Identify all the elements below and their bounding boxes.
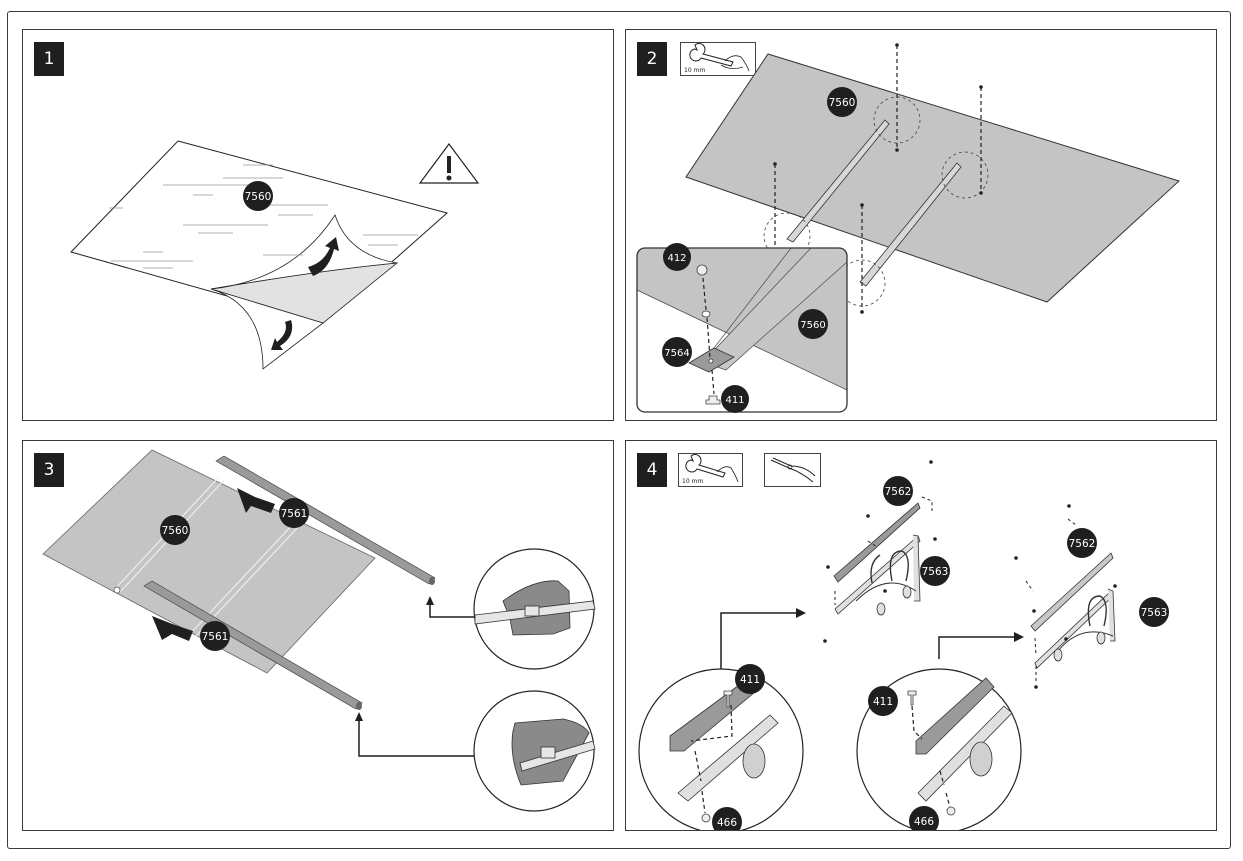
fastening-detail-left: 411 466 xyxy=(638,664,804,830)
step-4-drawing: 7562 7563 7562 7563 xyxy=(638,460,1169,830)
svg-text:411: 411 xyxy=(873,696,893,708)
detail-leader-lines xyxy=(358,605,475,757)
wrench-icon xyxy=(689,43,750,72)
tool-size-label: 10 mm xyxy=(682,478,704,485)
peeled-film-bottom xyxy=(210,288,324,370)
part-callout-466-left: 466 xyxy=(712,807,742,830)
leader-arrow-icon xyxy=(796,608,806,618)
part-callout-7563-a: 7563 xyxy=(920,556,950,586)
screw-points xyxy=(823,460,1117,689)
part-callout-7560: 7560 xyxy=(243,181,273,211)
svg-text:7564: 7564 xyxy=(664,348,689,359)
fastening-detail-right: 411 466 xyxy=(856,668,1022,830)
bracket-assembly-a xyxy=(833,502,921,616)
step-number-badge: 3 xyxy=(34,453,64,487)
leader-arrow-icon xyxy=(426,596,434,605)
svg-text:7562: 7562 xyxy=(885,486,912,498)
tool-wrench-10mm: 10 mm xyxy=(680,42,756,76)
detail-circles xyxy=(763,96,989,307)
svg-text:411: 411 xyxy=(740,674,760,686)
part-callout-466-right: 466 xyxy=(909,806,939,830)
part-callout-411-left: 411 xyxy=(735,664,765,694)
part-callout-7560: 7560 xyxy=(827,87,857,117)
step-number-badge: 1 xyxy=(34,42,64,76)
part-callout-411-right: 411 xyxy=(868,686,898,716)
film-texture-lines xyxy=(109,164,418,269)
step-2-drawing: 7560 412 xyxy=(636,43,1180,413)
svg-text:7563: 7563 xyxy=(922,566,949,578)
svg-text:7563: 7563 xyxy=(1141,607,1168,619)
instruction-sheet-frame xyxy=(7,11,1231,849)
part-callout-7564: 7564 xyxy=(662,337,692,367)
leader-arrow-icon xyxy=(355,712,363,721)
step-3-panel: 3 7560 7561 7561 xyxy=(22,440,614,831)
step-1-drawing: 7560 xyxy=(70,140,480,370)
part-callout-7562-a: 7562 xyxy=(883,476,913,506)
end-cap-detail-top xyxy=(473,548,596,670)
svg-text:466: 466 xyxy=(914,816,934,828)
part-callout-411: 411 xyxy=(721,385,749,413)
warning-triangle-icon xyxy=(418,142,480,184)
step-4-panel: 4 10 mm xyxy=(625,440,1217,831)
insert-arrow-bottom-icon xyxy=(152,616,193,641)
svg-text:7561: 7561 xyxy=(281,508,308,520)
part-callout-7561-bottom: 7561 xyxy=(200,621,230,651)
insert-arrow-top-icon xyxy=(237,488,275,513)
tool-wrench-10mm: 10 mm xyxy=(678,453,743,487)
step-3-drawing: 7560 7561 7561 xyxy=(42,449,596,812)
svg-text:411: 411 xyxy=(725,395,744,406)
part-callout-7562-b: 7562 xyxy=(1067,528,1097,558)
bracket-assembly-b xyxy=(1030,552,1116,669)
polycarbonate-sheet xyxy=(685,53,1180,303)
rail-7562-a xyxy=(833,502,921,583)
bolt-axis-lines xyxy=(774,45,982,312)
svg-text:7561: 7561 xyxy=(202,631,229,643)
step-number-badge: 2 xyxy=(637,42,667,76)
peel-arrow-down-icon xyxy=(271,320,293,350)
screw-axis-lines xyxy=(834,496,1077,683)
svg-text:7560: 7560 xyxy=(245,191,272,203)
bolt-icon xyxy=(705,395,721,405)
detail-leader-lines xyxy=(720,612,1014,669)
alu-strip-left xyxy=(786,119,890,243)
step-2-panel: 2 10 mm 7560 xyxy=(625,29,1217,421)
svg-text:412: 412 xyxy=(667,253,686,264)
peel-arrow-up-icon xyxy=(308,237,339,276)
tool-pliers xyxy=(764,453,821,487)
part-callout-7560: 7560 xyxy=(160,515,190,545)
nut-icon xyxy=(696,264,708,276)
svg-text:466: 466 xyxy=(717,817,737,829)
pliers-icon xyxy=(770,457,816,483)
alu-strip-right xyxy=(859,162,962,287)
part-callout-7563-b: 7563 xyxy=(1139,597,1169,627)
step-number-badge: 4 xyxy=(637,453,667,487)
svg-text:7560: 7560 xyxy=(162,525,189,537)
svg-text:7560: 7560 xyxy=(829,97,856,109)
svg-text:7562: 7562 xyxy=(1069,538,1096,550)
step-1-panel: 1 7560 xyxy=(22,29,614,421)
rail-7562-b xyxy=(1030,552,1114,632)
tool-size-label: 10 mm xyxy=(684,67,706,74)
svg-text:7560: 7560 xyxy=(800,320,825,331)
wrench-icon xyxy=(685,454,739,483)
rod-top-7561 xyxy=(215,455,436,585)
part-callout-7561-top: 7561 xyxy=(279,498,309,528)
part-callout-412: 412 xyxy=(663,243,691,271)
fastening-detail-inset: 412 7560 7564 411 xyxy=(636,243,848,413)
rod-bottom-7561 xyxy=(143,580,363,710)
leader-arrow-icon xyxy=(1014,632,1024,642)
end-cap-detail-bottom xyxy=(473,690,596,812)
part-callout-7560-detail: 7560 xyxy=(798,309,828,339)
peeled-film-top xyxy=(210,214,398,290)
